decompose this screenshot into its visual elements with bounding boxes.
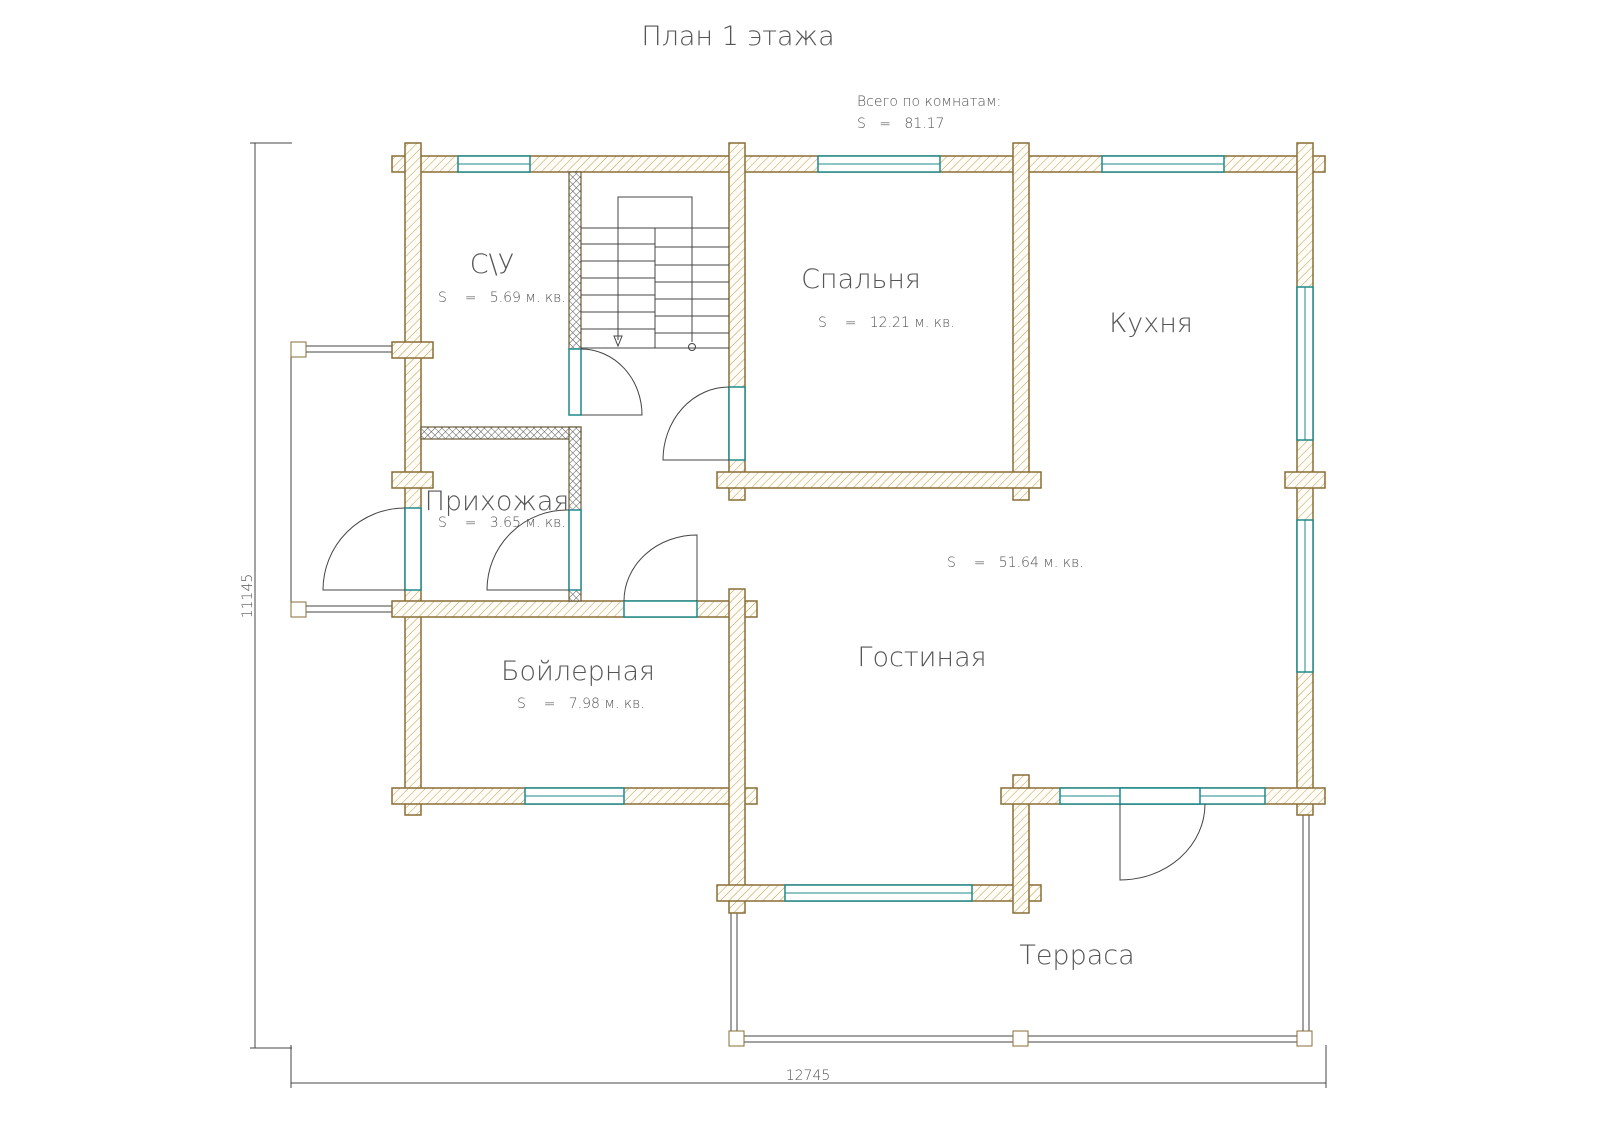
total-label: Всего по комнатам: xyxy=(857,94,1001,110)
room-area-bathroom: S = 5.69 м. кв. xyxy=(438,290,566,306)
doors xyxy=(322,348,1206,881)
room-name-kitchen: Кухня xyxy=(1109,308,1193,339)
porch xyxy=(290,341,405,618)
partitions xyxy=(420,171,582,602)
room-area-bedroom: S = 12.21 м. кв. xyxy=(818,315,955,331)
total-value: S = 81.17 xyxy=(857,116,944,132)
room-area-hallway: S = 3.65 м. кв. xyxy=(438,515,566,531)
dimension-width: 12745 xyxy=(786,1068,831,1084)
terrace xyxy=(728,815,1313,1047)
room-name-bedroom: Спальня xyxy=(801,264,921,295)
room-name-terrace: Терраса xyxy=(1019,940,1134,971)
plan-title: План 1 этажа xyxy=(641,21,834,52)
dimension-lines xyxy=(250,142,1327,1088)
room-name-boiler: Бойлерная xyxy=(501,656,655,687)
room-name-hallway: Прихожая xyxy=(425,486,570,517)
staircase xyxy=(581,196,729,351)
room-area-living: S = 51.64 м. кв. xyxy=(947,555,1084,571)
dimension-height: 11145 xyxy=(240,574,256,619)
room-area-boiler: S = 7.98 м. кв. xyxy=(517,696,645,712)
room-name-bathroom: С\У xyxy=(470,249,514,280)
room-name-living: Гостиная xyxy=(857,642,986,673)
windows xyxy=(404,155,1314,902)
